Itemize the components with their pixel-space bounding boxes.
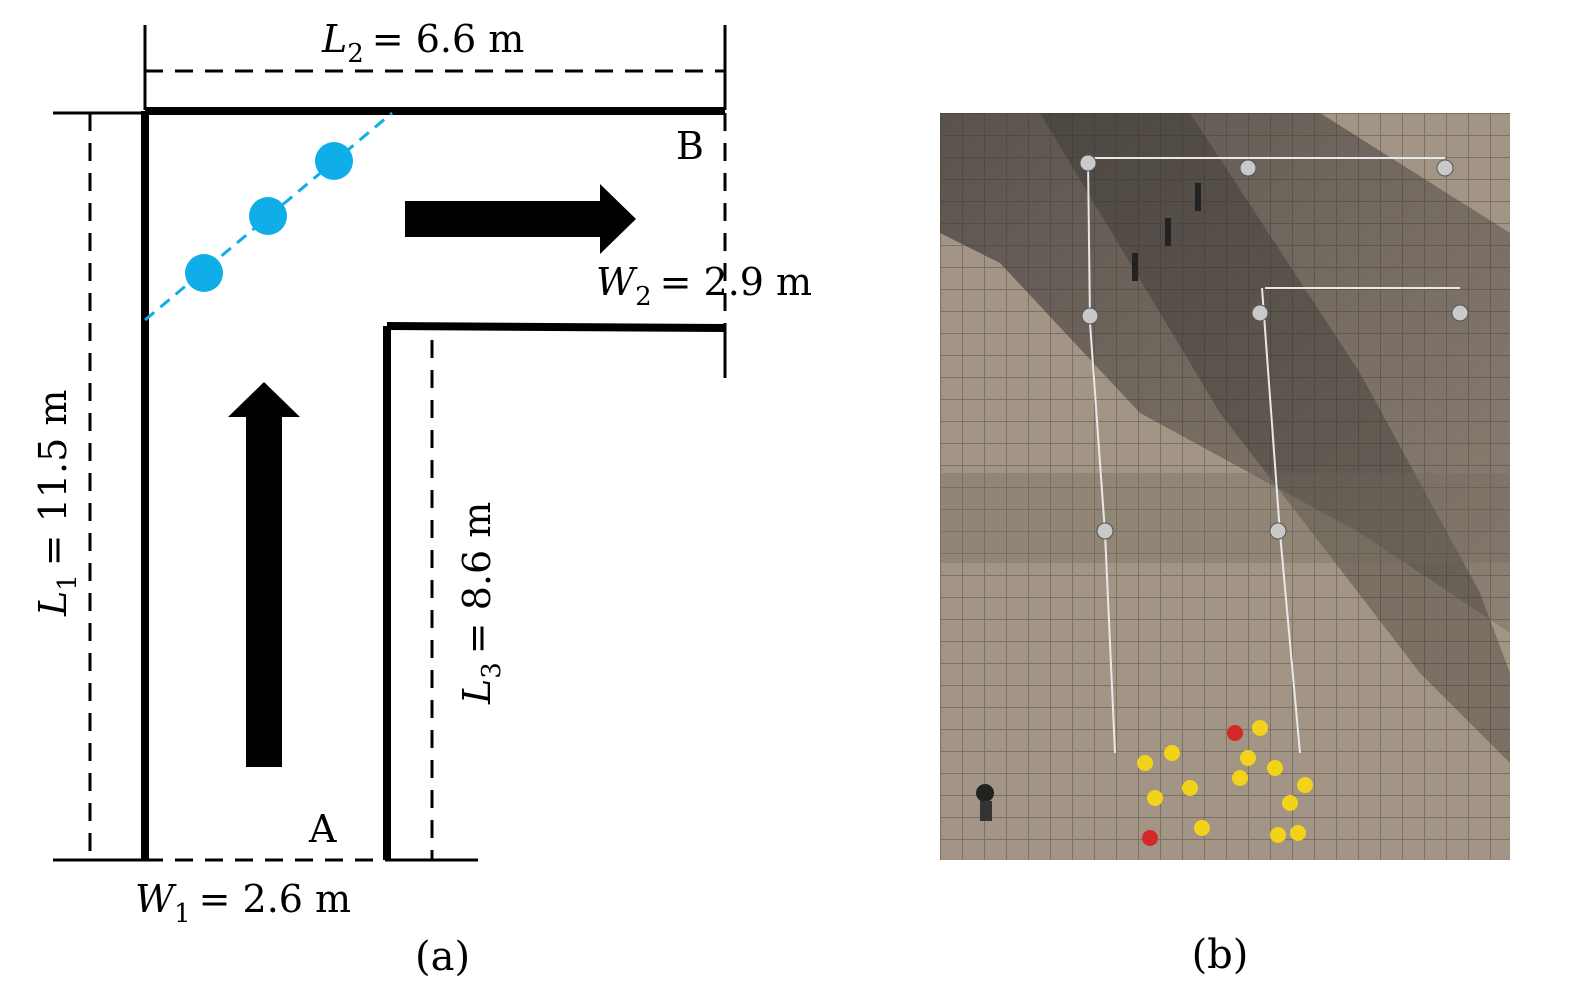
arrow-up-icon bbox=[228, 382, 300, 767]
dimension-L3: L3= 8.6 m bbox=[455, 502, 507, 705]
overhead-photo bbox=[940, 113, 1510, 860]
label-A: A bbox=[308, 807, 337, 851]
pedestrian-dot bbox=[315, 142, 353, 180]
corridor-walls bbox=[141, 107, 726, 860]
dimension-W2: W2= 2.9 m bbox=[596, 260, 812, 312]
pedestrian-dot bbox=[249, 197, 287, 235]
arrow-right-icon bbox=[405, 184, 636, 254]
people-group bbox=[976, 720, 1313, 846]
caption-b: (b) bbox=[1191, 932, 1249, 978]
label-B: B bbox=[676, 124, 704, 168]
dimension-L1: L1= 11.5 m bbox=[31, 390, 83, 617]
dimension-W1: W1= 2.6 m bbox=[135, 877, 351, 929]
dimension-L2: L2= 6.6 m bbox=[321, 17, 524, 69]
dimension-lines bbox=[53, 25, 727, 862]
corridor-schematic: B A L2= 6.6 m W2= 2.9 m W1= 2.6 m L1= 11… bbox=[31, 17, 812, 980]
pedestrian-dot bbox=[185, 254, 223, 292]
caption-a: (a) bbox=[415, 934, 470, 980]
